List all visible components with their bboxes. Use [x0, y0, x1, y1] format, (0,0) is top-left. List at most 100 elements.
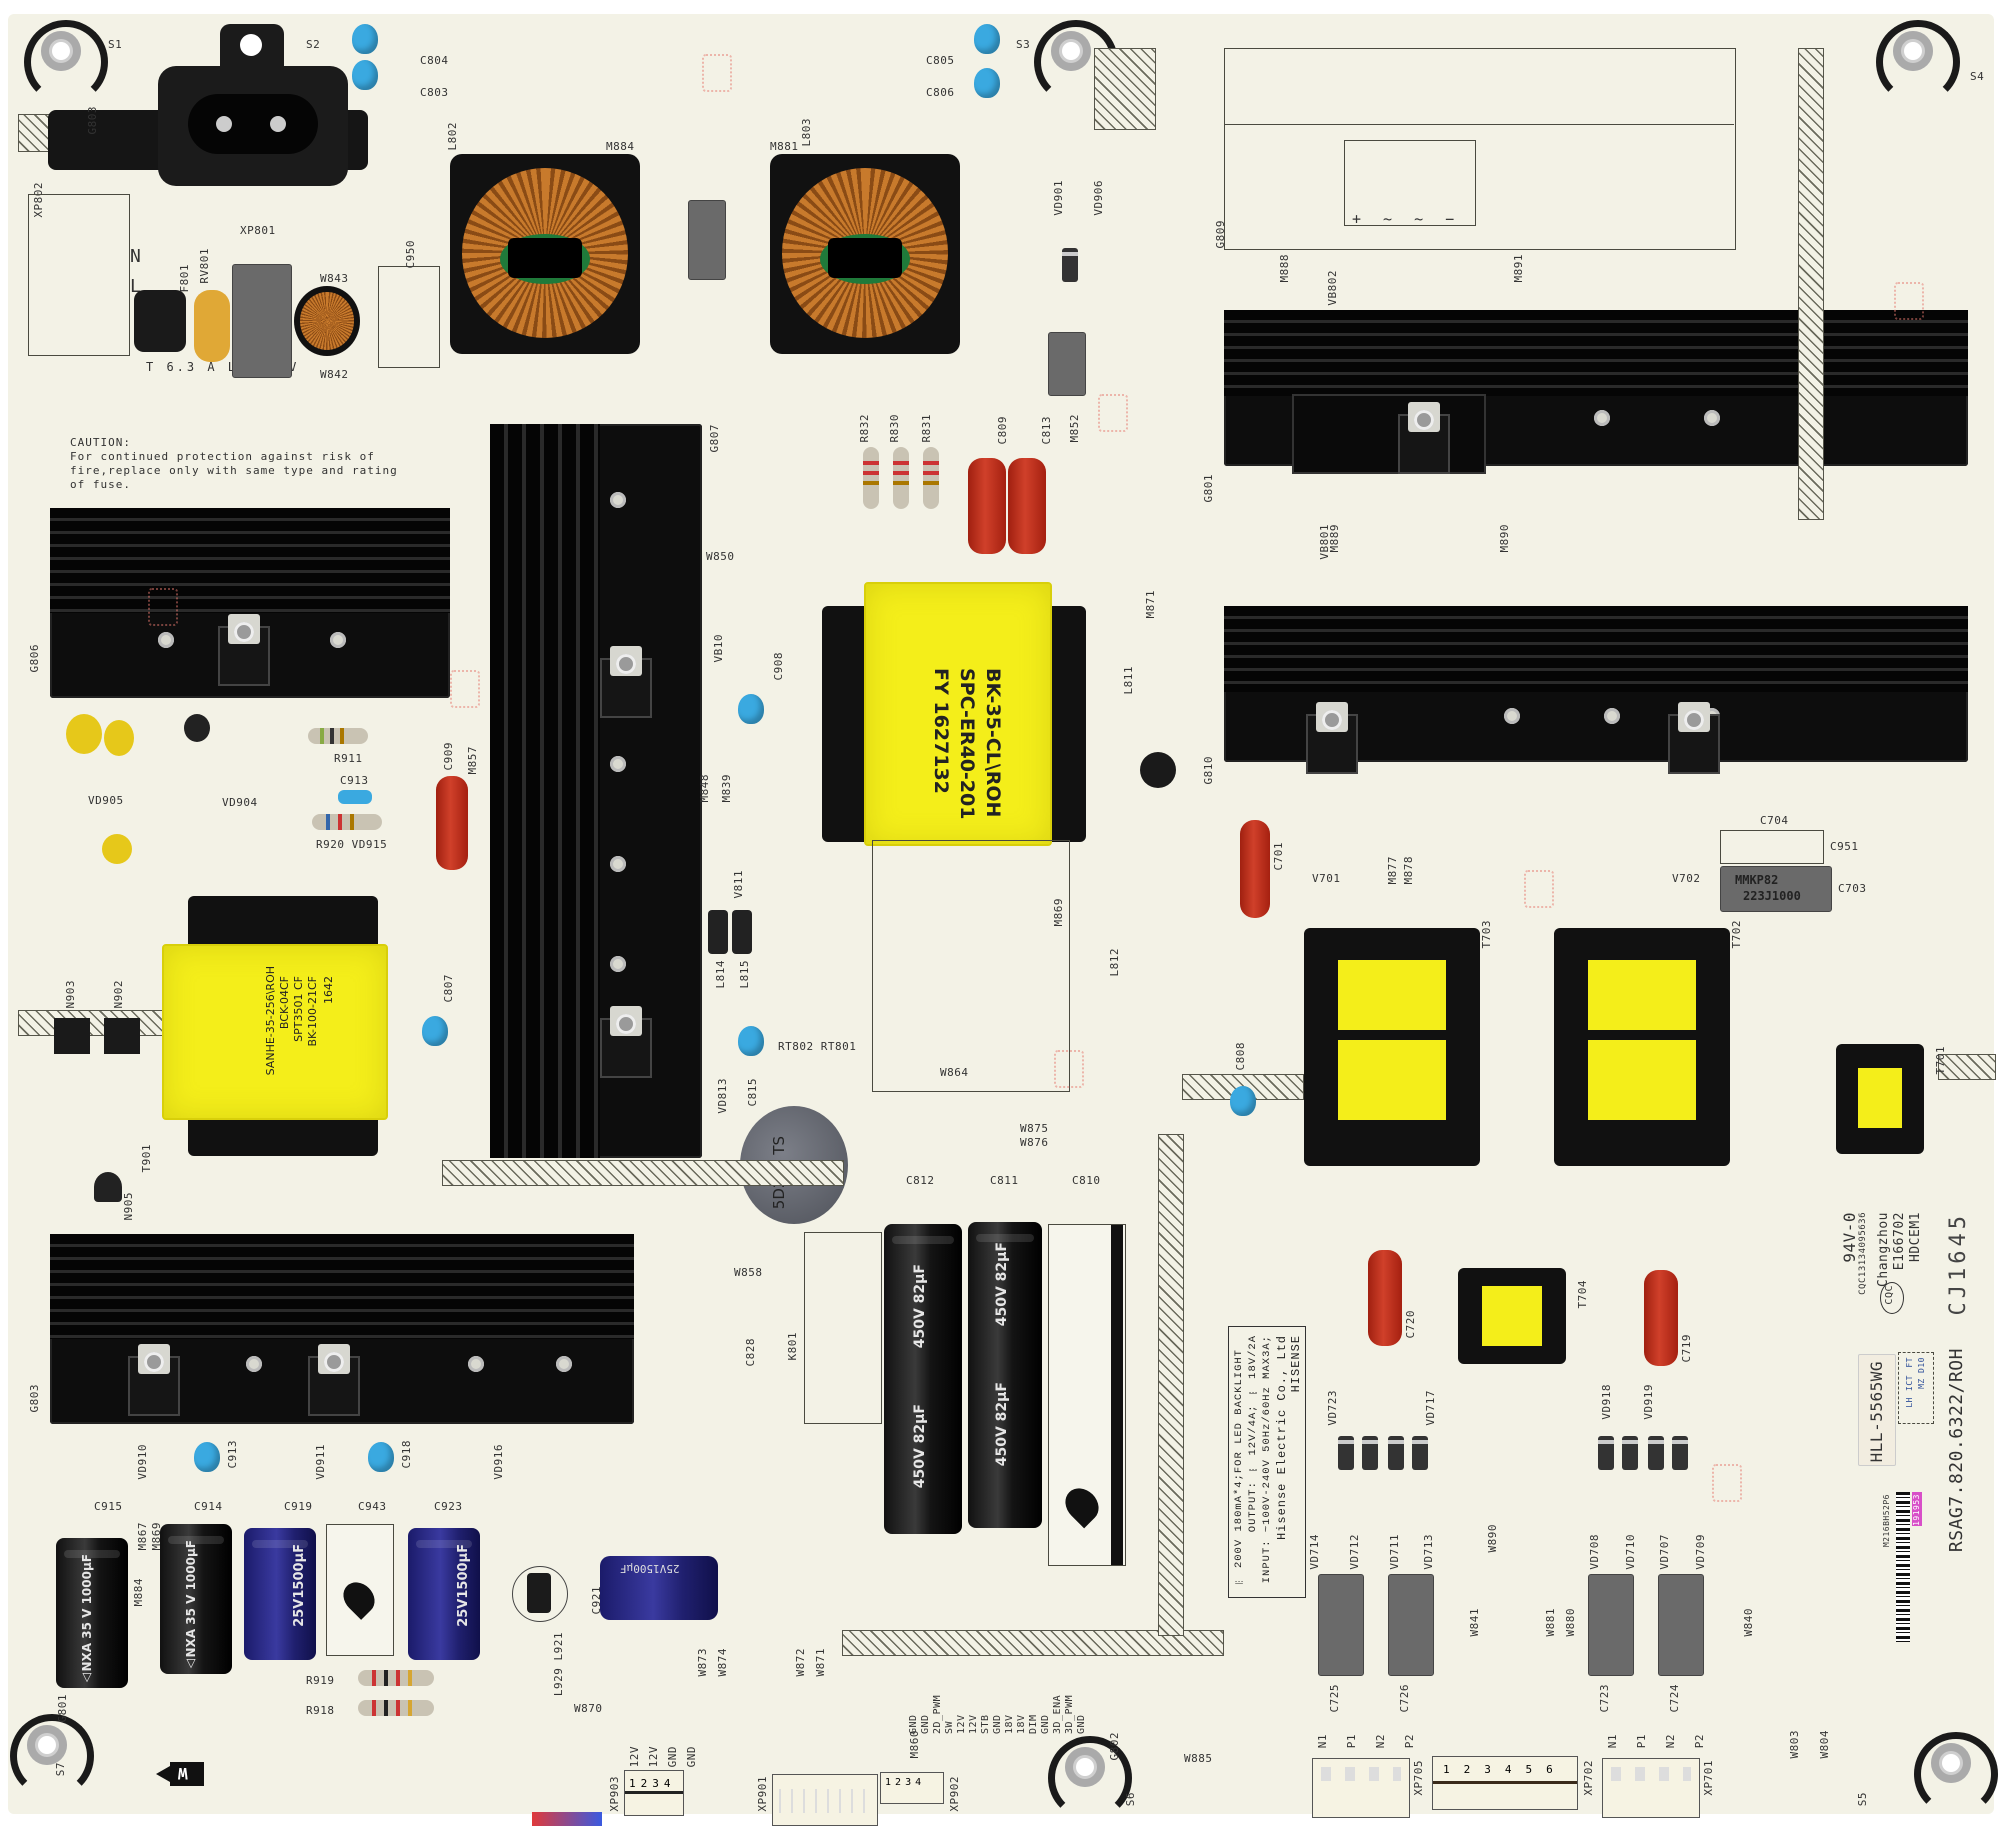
kb-watermark	[1712, 1464, 1742, 1502]
ref-w804: W804	[1818, 1730, 1831, 1759]
x-capacitor-c802	[688, 200, 726, 280]
barcode-text: M216BH52P6	[1882, 1494, 1891, 1548]
ref-w871: W871	[814, 1648, 827, 1677]
connector-xp705[interactable]	[1312, 1758, 1410, 1818]
xp705-pin-n2: N2	[1374, 1734, 1387, 1749]
connector-xp903[interactable]: 1234	[624, 1770, 684, 1816]
ref-m860: M860	[908, 1730, 921, 1759]
resistor-r830	[893, 447, 909, 509]
y-capacitor-c807	[422, 1016, 448, 1046]
panel-code-sticker: HLL-5565WG	[1858, 1354, 1896, 1466]
orientation-mark: W	[178, 1764, 188, 1783]
connector-xp702[interactable]: 123456	[1432, 1756, 1578, 1810]
kb-watermark	[450, 670, 480, 708]
panel-code: HLL-5565WG	[1867, 1361, 1886, 1463]
ac-inlet-tab	[220, 24, 284, 82]
xp901-pin-label: 12V	[968, 1714, 979, 1734]
ref-vd904: VD904	[222, 796, 258, 809]
common-mode-choke-l804	[450, 154, 640, 354]
c923-marking: 25V1500µF	[456, 1544, 471, 1627]
y-capacitor-c803	[352, 60, 378, 90]
diode-vd901	[1062, 248, 1078, 282]
ref-l812: L812	[1108, 948, 1121, 977]
resistor-r920	[312, 814, 382, 830]
ul-file-number: E166702	[1892, 1212, 1907, 1271]
main-xfmr-line-2: SPC-ER40-201	[956, 668, 978, 820]
transistor-vd813	[600, 1006, 652, 1078]
x-capacitor-c901	[1048, 332, 1086, 396]
standoff-post	[1140, 752, 1176, 788]
c919-marking: 25V1500µF	[292, 1544, 307, 1627]
standby-xfmr-line-2: BK-100-21CF	[306, 976, 319, 1047]
ref-c919: C919	[284, 1500, 313, 1513]
film-capacitor-c809	[968, 458, 1006, 554]
capacitor-c704-outline	[1720, 830, 1824, 864]
ref-vd905: VD905	[88, 794, 124, 807]
kb-watermark	[702, 54, 732, 92]
diode-vd709	[1672, 1436, 1688, 1470]
isolation-trace-right	[1938, 1054, 1996, 1080]
y-capacitor-c806	[974, 68, 1000, 98]
xp901-pin-label: GND	[1040, 1714, 1051, 1734]
isolation-trace-vertical	[1158, 1134, 1184, 1636]
ref-v702: V702	[1672, 872, 1701, 885]
ref-r919: R919	[306, 1674, 335, 1687]
isolation-trace-left	[18, 1010, 170, 1036]
cqc-mark-circle: CQC	[1880, 1282, 1904, 1314]
connector-xp901[interactable]	[772, 1774, 878, 1826]
ul-mark: HDCEM1	[1908, 1212, 1923, 1262]
rating-label-line-1: HISENSE	[1289, 1335, 1303, 1393]
xp901-pin-label: GND	[992, 1714, 1003, 1734]
ref-c808: C808	[1234, 1042, 1247, 1071]
ref-r830: R830	[888, 414, 901, 443]
xp901-pin-label: DIM	[1028, 1714, 1039, 1734]
xp901-pin-label: 3D_PWM	[1064, 1694, 1075, 1734]
c812-rating-2: 450V 82µF	[912, 1404, 928, 1489]
film-capacitor-c813	[1008, 458, 1046, 554]
ref-g803: G803	[28, 1384, 41, 1413]
film-capacitor-c701	[1240, 820, 1270, 918]
diode-vd717	[1362, 1436, 1378, 1470]
optocoupler-n905	[94, 1172, 122, 1202]
ref-rv801: RV801	[198, 248, 211, 284]
c812-rating: 450V 82µF	[912, 1264, 928, 1349]
connector-xp701[interactable]	[1602, 1758, 1700, 1818]
ic-n903	[54, 1018, 90, 1054]
ref-l803: L803	[800, 118, 813, 147]
ref-m884-bottom: M884	[132, 1578, 145, 1607]
diode-vd723	[1338, 1436, 1354, 1470]
ref-g810: G810	[1202, 756, 1215, 785]
ref-m878: M878	[1402, 856, 1415, 885]
ref-t901: T901	[140, 1144, 153, 1173]
bridge-heatsink-outline	[1224, 48, 1736, 250]
bulk-capacitor-c811: 450V 82µF 450V 82µF	[968, 1222, 1042, 1528]
bulk-capacitor-c810-footprint	[1048, 1224, 1126, 1566]
capacitor-c726	[1388, 1574, 1434, 1676]
resistor-r918	[358, 1700, 434, 1716]
connector-xp902[interactable]: 1234	[880, 1772, 944, 1804]
ref-c809: C809	[996, 416, 1009, 445]
ref-c908: C913	[340, 774, 369, 787]
fuse-holder-outline	[28, 194, 130, 356]
ref-xp705: XP705	[1412, 1760, 1425, 1796]
film-capacitor-c703: MMKP82 223J1000	[1720, 866, 1832, 912]
c703-line-2: 223J1000	[1743, 889, 1801, 903]
ref-m869: M869	[1052, 898, 1065, 927]
ac-inlet-xp801[interactable]	[158, 66, 348, 186]
ref-vd723: VD723	[1326, 1390, 1339, 1426]
ref-m867: M867	[136, 1522, 149, 1551]
transistor-v702	[1668, 702, 1720, 774]
ref-n903: N903	[64, 980, 77, 1009]
ref-vd916: VD916	[492, 1444, 505, 1480]
transistor-g807	[600, 646, 652, 718]
ref-w876: W876	[1020, 1136, 1049, 1149]
ref-c703: C703	[1838, 882, 1867, 895]
ref-vd712: VD712	[1348, 1534, 1361, 1570]
xp901-pin-label: GND	[908, 1714, 919, 1734]
backlight-transformer-t702	[1554, 928, 1730, 1166]
standby-xfmr-line-4: BCK-04CF	[278, 976, 291, 1030]
date-code: CJ1645	[1946, 1212, 1971, 1316]
main-transformer-t801: BK-35-CL\ROH SPC-ER40-201 FY 1627132	[864, 582, 1052, 846]
qc-stamp-ict: ICT	[1905, 1375, 1914, 1391]
ref-w885: W885	[1184, 1752, 1213, 1765]
